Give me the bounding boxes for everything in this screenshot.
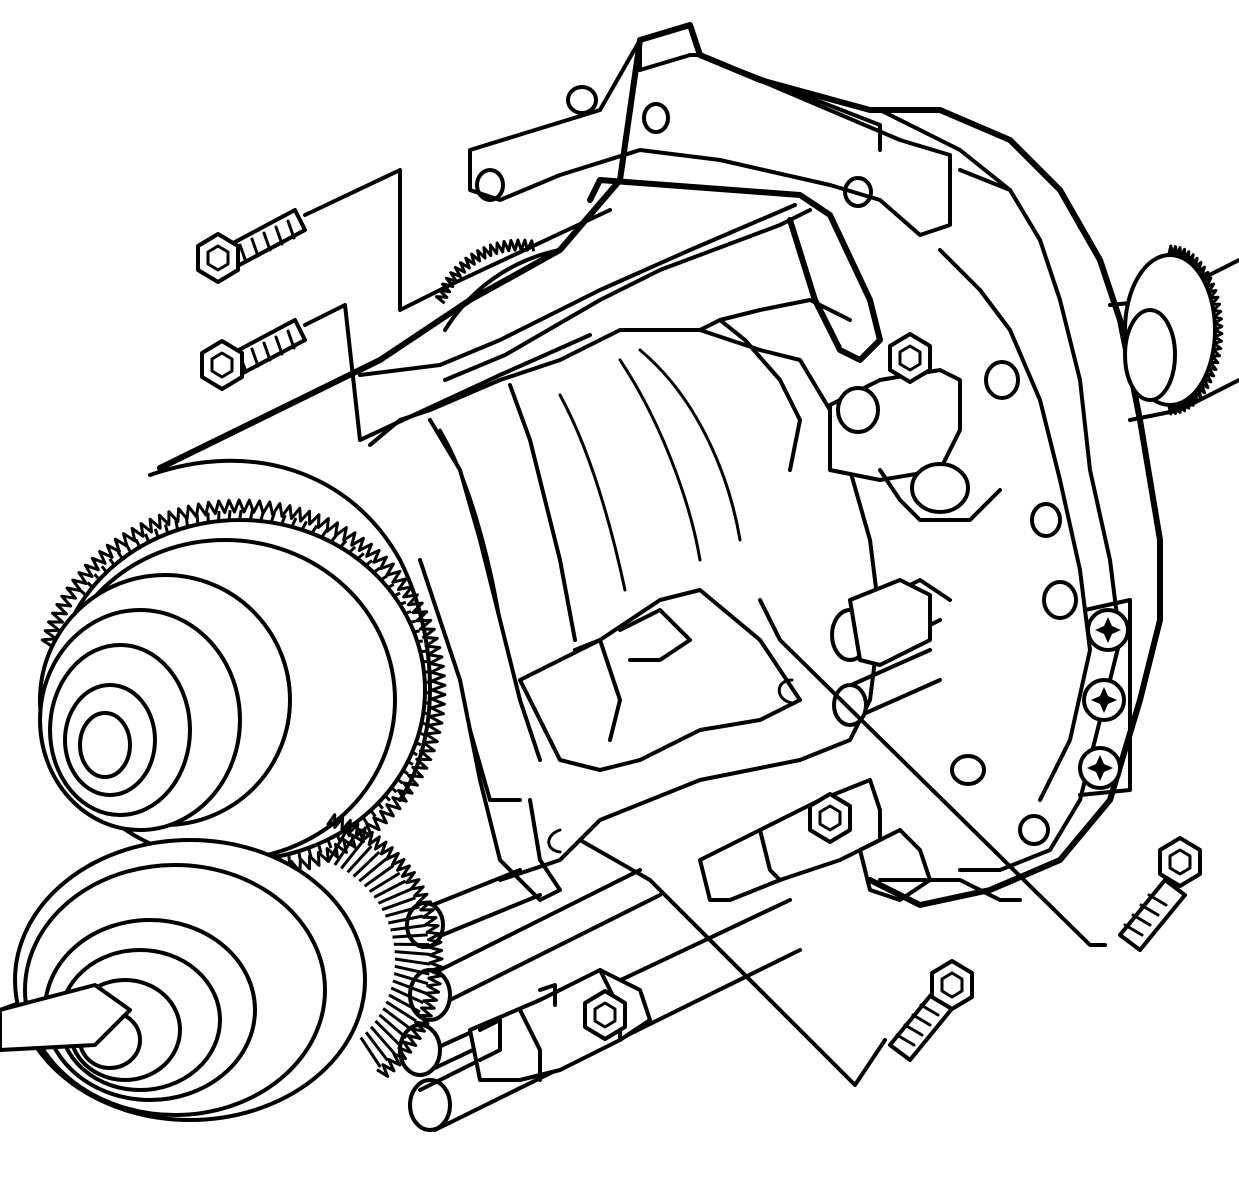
front-drive-gear bbox=[40, 461, 445, 880]
left-skirt bbox=[420, 560, 560, 900]
shift-rails bbox=[400, 580, 1020, 1130]
torx-screw-3 bbox=[1080, 748, 1120, 788]
helical-tooth bbox=[366, 1032, 387, 1060]
flange-hole-2 bbox=[568, 87, 596, 113]
helical-tooth bbox=[380, 1015, 407, 1038]
flange-hole-9 bbox=[1020, 816, 1048, 844]
fork-upper-nut bbox=[810, 794, 850, 842]
helical-tooth bbox=[365, 866, 394, 887]
helical-tooth bbox=[376, 1021, 401, 1046]
upper-hex-nut bbox=[890, 334, 930, 382]
helical-tooth bbox=[383, 1009, 411, 1030]
helical-tooth bbox=[361, 1038, 380, 1068]
helical-tooth bbox=[395, 959, 430, 964]
torx-screw-1 bbox=[1088, 610, 1128, 650]
torx-screw-2 bbox=[1084, 680, 1124, 720]
flange-hole-8 bbox=[952, 756, 984, 784]
flange-hole-6 bbox=[1032, 504, 1060, 536]
right-output-shaft bbox=[1110, 246, 1239, 420]
gear-bore bbox=[80, 713, 130, 777]
shell-outline bbox=[370, 330, 880, 880]
helical-tooth bbox=[371, 1027, 394, 1054]
flange-hole-3 bbox=[644, 104, 668, 132]
helical-tooth bbox=[370, 873, 400, 892]
boss-hole-2 bbox=[912, 464, 968, 512]
boss-hole-1 bbox=[838, 388, 878, 432]
helical-tooth bbox=[395, 952, 430, 955]
inner-window bbox=[520, 590, 800, 770]
bolt-right bbox=[760, 600, 1200, 950]
fork-lower-nut bbox=[585, 991, 625, 1039]
helical-tooth bbox=[359, 859, 386, 882]
shift-fork-upper bbox=[700, 780, 880, 900]
flange-hole-7 bbox=[1044, 582, 1076, 618]
lower-drive-gear bbox=[0, 815, 442, 1120]
flange-hole-5 bbox=[986, 362, 1018, 398]
helical-tooth bbox=[354, 852, 380, 876]
rail-end-1 bbox=[410, 1080, 450, 1130]
bolt-upper-left-1 bbox=[198, 170, 610, 310]
helical-tooth bbox=[348, 846, 372, 872]
